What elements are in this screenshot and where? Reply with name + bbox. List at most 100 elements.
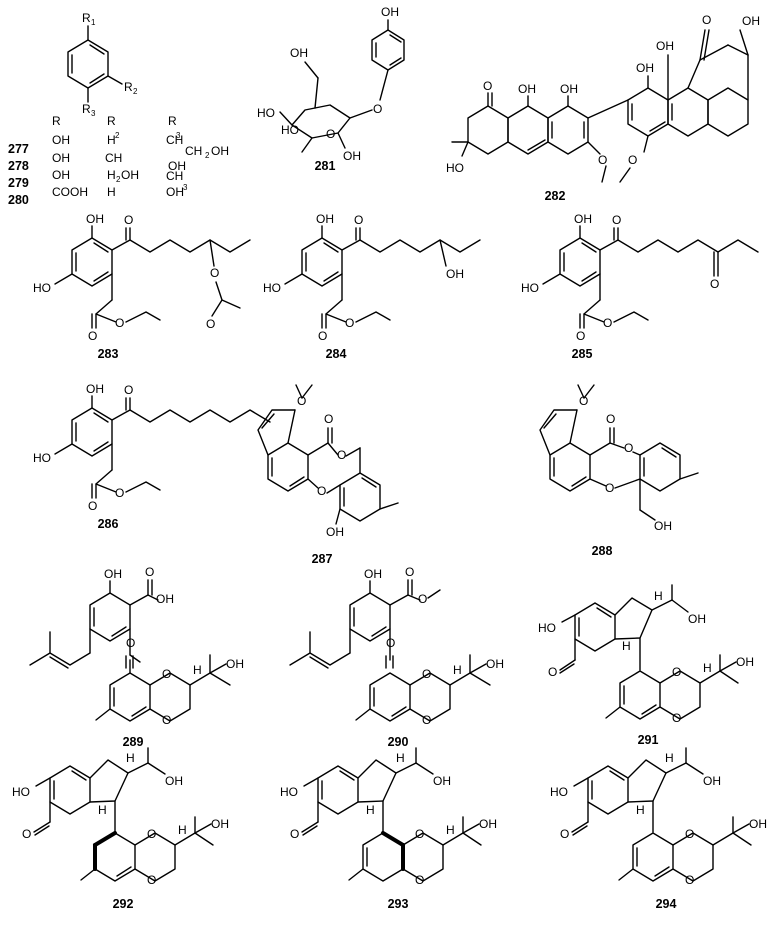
compound-280: 280 (8, 193, 29, 207)
compound-278: 278 (8, 159, 29, 173)
compound-289: 289 (123, 735, 144, 749)
svg-text:2: 2 (205, 151, 210, 160)
structure-283: OH HO O O O O O 283 (33, 212, 251, 361)
svg-text:H: H (636, 803, 645, 817)
svg-text:OH: OH (486, 657, 504, 671)
svg-text:OH: OH (446, 267, 464, 281)
svg-text:O: O (317, 484, 326, 498)
compound-292: 292 (113, 897, 134, 911)
substituent-table: R R R 2 3 277 OH H CH CH 2 OH 278 OH CH … (8, 114, 229, 207)
compound-287: 287 (312, 552, 333, 566)
cell-ch2oh: CH (185, 144, 202, 158)
svg-text:HO: HO (263, 281, 281, 295)
structure-284: OH HO O OH O O 284 (263, 212, 481, 361)
structure-291: HO O H OH H O O H OH 291 (538, 584, 754, 747)
svg-text:H: H (703, 661, 712, 675)
svg-text:O: O (290, 827, 299, 841)
svg-text:OH: OH (636, 61, 654, 75)
sub-1: 1 (91, 18, 96, 27)
svg-text:OH: OH (211, 817, 229, 831)
cell-277-r2: H (107, 133, 116, 147)
svg-text:HO: HO (280, 785, 298, 799)
cell-277-r1: OH (52, 133, 70, 147)
header-r2: R (107, 114, 116, 128)
svg-text:O: O (422, 713, 431, 727)
cell-279-r2: H (107, 168, 116, 182)
structure-281: OH O OH HO HO OH O 281 (257, 5, 405, 173)
svg-text:O: O (415, 873, 424, 887)
cell-h2oh: OH (121, 168, 139, 182)
svg-text:O: O (88, 329, 97, 343)
svg-text:3: 3 (176, 131, 181, 140)
svg-text:O: O (162, 713, 171, 727)
cell-278-r1: OH (52, 151, 70, 165)
svg-text:O: O (624, 441, 633, 455)
svg-text:2: 2 (116, 175, 121, 184)
structure-290: OH O O O O O H OH 290 (289, 565, 504, 749)
svg-text:O: O (22, 827, 31, 841)
structure-282: O OH OH HO O OH OH O OH O 282 (446, 13, 760, 203)
compound-282: 282 (545, 189, 566, 203)
compound-288: 288 (592, 544, 613, 558)
r2-label: R (124, 80, 133, 94)
cell-280-r1: COOH (52, 185, 88, 199)
svg-text:O: O (115, 316, 124, 330)
svg-text:O: O (297, 394, 306, 408)
svg-text:O: O (318, 329, 327, 343)
svg-text:OH: OH (165, 774, 183, 788)
svg-text:O: O (672, 665, 681, 679)
svg-text:H: H (446, 823, 455, 837)
svg-text:H: H (366, 803, 375, 817)
svg-text:H: H (396, 751, 405, 765)
svg-text:OH: OH (226, 657, 244, 671)
svg-text:O: O (354, 213, 363, 227)
cell-279-r3: CH (166, 169, 183, 183)
svg-text:O: O (126, 636, 135, 650)
svg-text:O: O (685, 873, 694, 887)
svg-text:HO: HO (33, 281, 51, 295)
structure-294: HO O H OH H O O OH 294 (550, 747, 767, 911)
svg-text:OH: OH (654, 519, 672, 533)
svg-text:OH: OH (749, 817, 767, 831)
svg-text:HO: HO (281, 123, 299, 137)
svg-text:O: O (702, 13, 711, 27)
svg-text:O: O (337, 448, 346, 462)
compound-291: 291 (638, 733, 659, 747)
structure-286: OH HO O O O 286 (33, 382, 271, 531)
svg-text:OH: OH (433, 774, 451, 788)
r1-label: R (82, 11, 91, 25)
svg-text:OH: OH (211, 144, 229, 158)
svg-text:HO: HO (521, 281, 539, 295)
svg-text:O: O (422, 667, 431, 681)
svg-text:H: H (126, 751, 135, 765)
svg-text:OH: OH (736, 655, 754, 669)
svg-text:OH: OH (86, 212, 104, 226)
svg-text:H: H (654, 589, 663, 603)
header-r1: R (52, 114, 61, 128)
svg-text:O: O (415, 827, 424, 841)
svg-text:O: O (483, 79, 492, 93)
svg-text:O: O (606, 412, 615, 426)
svg-text:O: O (612, 213, 621, 227)
svg-text:O: O (628, 153, 637, 167)
compound-283: 283 (98, 347, 119, 361)
compound-285: 285 (572, 347, 593, 361)
structure-285: OH HO O O O O 285 (521, 212, 759, 361)
svg-text:OH: OH (156, 592, 174, 606)
svg-text:O: O (88, 499, 97, 513)
compound-286: 286 (98, 517, 119, 531)
svg-text:O: O (386, 636, 395, 650)
svg-text:O: O (345, 316, 354, 330)
svg-text:O: O (145, 565, 154, 579)
structure-289: OH O OH O O O H OH 289 (29, 565, 244, 749)
svg-text:HO: HO (12, 785, 30, 799)
svg-text:OH: OH (381, 5, 399, 19)
svg-text:O: O (548, 665, 557, 679)
svg-text:OH: OH (479, 817, 497, 831)
svg-text:OH: OH (343, 149, 361, 163)
svg-text:O: O (124, 213, 133, 227)
svg-text:H: H (622, 639, 631, 653)
structure-293: HO O H OH H O O H OH 293 (280, 747, 497, 911)
compound-290: 290 (388, 735, 409, 749)
